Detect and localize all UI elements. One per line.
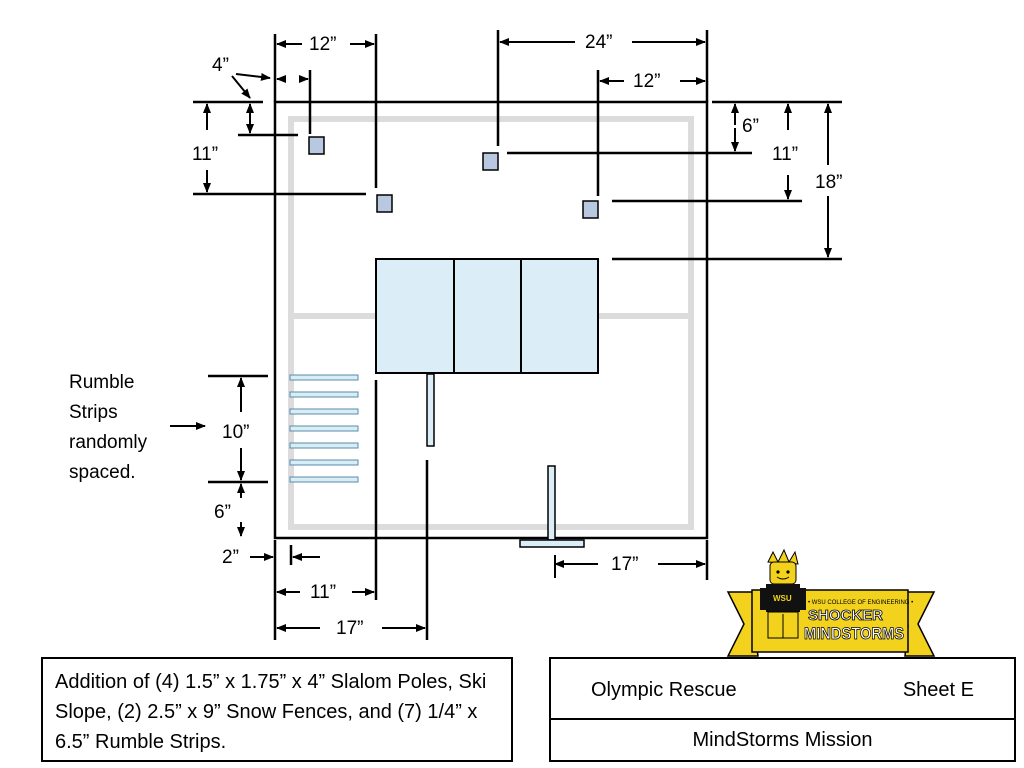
title-row: Olympic Rescue Sheet E bbox=[551, 659, 1014, 720]
rumble-strip bbox=[289, 442, 359, 449]
minifig-icon: WSU bbox=[760, 548, 806, 639]
minifig-badge-text: WSU bbox=[773, 594, 792, 603]
extension-lines bbox=[193, 30, 842, 640]
mission-name: Olympic Rescue bbox=[591, 679, 737, 701]
snow-fence-base bbox=[519, 539, 585, 548]
rumble-strip bbox=[289, 374, 359, 381]
dim-11-left: 11” bbox=[192, 144, 218, 165]
additions-note-text: Addition of (4) 1.5” x 1.75” x 4” Slalom… bbox=[55, 671, 487, 753]
dim-17-bottom: 17” bbox=[336, 618, 363, 639]
slalom-pole bbox=[376, 194, 393, 213]
rumble-strip bbox=[289, 476, 359, 483]
dim-6-left: 6” bbox=[214, 502, 231, 523]
sheet-label: Sheet E bbox=[902, 679, 974, 701]
slalom-pole bbox=[582, 200, 599, 219]
logo-line1: • WSU COLLEGE OF ENGINEERING • bbox=[808, 600, 913, 606]
logo-line3: MINDSTORMS bbox=[804, 624, 904, 643]
callout-line: spaced. bbox=[69, 462, 136, 483]
ski-slope bbox=[375, 258, 599, 374]
dim-6-right: 6” bbox=[742, 116, 759, 137]
slalom-pole bbox=[482, 152, 499, 171]
dim-12-top-right: 12” bbox=[633, 71, 660, 92]
dim-4: 4” bbox=[212, 55, 229, 76]
callout-line: Rumble bbox=[69, 372, 134, 393]
title-block: Olympic Rescue Sheet E MindStorms Missio… bbox=[549, 657, 1016, 762]
dimension-arrows bbox=[170, 38, 832, 632]
shocker-mindstorms-logo: WSU • WSU COLLEGE OF ENGINEERING • SHOCK… bbox=[726, 548, 936, 657]
rumble-strip bbox=[289, 408, 359, 415]
dim-11-bottom: 11” bbox=[310, 582, 336, 603]
snow-fence bbox=[426, 373, 435, 447]
logo-line2: SHOCKER bbox=[808, 607, 883, 624]
snow-fences bbox=[426, 373, 585, 548]
dim-24: 24” bbox=[585, 32, 612, 53]
rumble-strips bbox=[289, 374, 359, 483]
dimension-labels: 12” 4” 11” 24” 12” 6” 11” 18” 10” 6” 2” … bbox=[192, 32, 842, 639]
rumble-strips-callout: Rumble Strips randomly spaced. bbox=[69, 372, 148, 483]
dim-12-top-left: 12” bbox=[309, 34, 336, 55]
rumble-strip bbox=[289, 459, 359, 466]
dim-10: 10” bbox=[222, 422, 249, 443]
dim-2: 2” bbox=[222, 547, 239, 568]
dim-17-right: 17” bbox=[611, 554, 638, 575]
snow-fence bbox=[547, 465, 556, 541]
slalom-pole bbox=[308, 136, 325, 155]
rumble-strip bbox=[289, 391, 359, 398]
dim-18: 18” bbox=[815, 172, 842, 193]
slalom-poles bbox=[308, 136, 599, 219]
dim-11-right: 11” bbox=[772, 144, 798, 165]
callout-line: Strips bbox=[69, 402, 118, 423]
rumble-strip bbox=[289, 425, 359, 432]
additions-note: Addition of (4) 1.5” x 1.75” x 4” Slalom… bbox=[41, 657, 513, 762]
mission-subtitle: MindStorms Mission bbox=[692, 729, 873, 751]
callout-line: randomly bbox=[69, 432, 148, 453]
